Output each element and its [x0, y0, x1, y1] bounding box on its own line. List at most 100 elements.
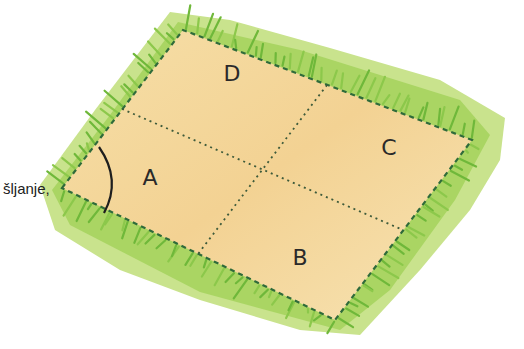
grass-blade: [138, 232, 149, 244]
grass-blade: [61, 191, 64, 201]
grass-blade: [383, 95, 389, 104]
grass-blade: [383, 261, 390, 267]
field: [62, 30, 472, 320]
grass-blade: [472, 121, 474, 138]
grass-blade: [366, 78, 375, 97]
grass-blade: [393, 94, 400, 108]
grass-blade: [105, 91, 123, 106]
grass-blade: [351, 76, 360, 92]
grass-blade: [430, 198, 447, 210]
angle-arc: [99, 147, 112, 213]
grass-blade: [307, 309, 309, 312]
grass-blade: [155, 29, 170, 44]
grass-blade: [332, 71, 337, 85]
grass-blade: [423, 103, 427, 119]
grass-blade: [346, 309, 359, 316]
grass-blade: [314, 315, 321, 320]
grass-blade: [440, 107, 444, 126]
grass-blade: [168, 24, 177, 34]
grass-blade: [283, 57, 285, 66]
region-letter: A: [142, 167, 157, 189]
grass-blade: [424, 207, 440, 217]
grass-blade: [218, 31, 223, 41]
midline: [198, 85, 327, 254]
grass-blade: [255, 286, 260, 294]
grass-blade: [261, 44, 263, 58]
grass-blade: [286, 302, 294, 318]
grass-blade: [419, 107, 424, 117]
grass-blade: [443, 181, 451, 186]
grass-blade: [378, 266, 398, 278]
region-letter: D: [224, 63, 241, 85]
grass-blade: [310, 312, 314, 326]
grass-blade: [88, 204, 91, 209]
grass-blade: [86, 112, 105, 128]
region-letter: B: [292, 247, 307, 269]
grass-blade: [350, 303, 357, 306]
grass-blade: [236, 277, 243, 283]
grass-blade: [202, 262, 211, 276]
grass-blade: [406, 230, 416, 238]
grass-blade: [205, 14, 213, 36]
grass-blade: [226, 273, 234, 282]
grass-blade: [101, 213, 109, 229]
grass-blade: [288, 302, 292, 310]
grass-blade: [451, 171, 469, 181]
grass-blade: [255, 47, 258, 55]
grass-blade: [64, 197, 76, 216]
grass-blade: [53, 165, 68, 176]
grass-blade: [172, 245, 176, 256]
grass-blade: [289, 54, 292, 69]
grass-blade: [341, 73, 343, 88]
grass-ground: [40, 12, 505, 335]
grass-blade: [134, 228, 140, 243]
grass-blade: [394, 246, 404, 254]
grass-blade: [358, 70, 369, 94]
grass-blade: [149, 55, 155, 63]
grass-blade: [466, 151, 468, 153]
field-border: [62, 30, 472, 320]
grass-blade: [298, 52, 304, 72]
grass-blade: [89, 208, 100, 222]
side-text: šljanje,: [3, 181, 50, 196]
grass-blade: [272, 295, 279, 304]
grass-blade: [437, 190, 447, 197]
grass-blade: [339, 318, 353, 327]
grass-blade: [167, 33, 174, 39]
grass-blade: [62, 158, 74, 168]
grass-blade: [148, 42, 161, 56]
grass-blade: [80, 146, 87, 153]
grass-blade: [210, 17, 220, 38]
grass-blade: [312, 54, 316, 76]
grass-blade: [463, 124, 465, 135]
grass-blade: [364, 286, 373, 291]
grass-blade: [234, 40, 237, 48]
grass-blade: [387, 255, 403, 265]
grass-blade: [215, 269, 224, 286]
grass-blade: [197, 18, 199, 33]
grass-blade: [204, 260, 206, 267]
grass-blade: [274, 53, 277, 63]
grass-blade: [438, 109, 440, 125]
grass-blade: [128, 76, 137, 86]
grass-blades: [47, 5, 478, 333]
grass-blade: [471, 145, 479, 149]
grass-blade: [450, 107, 459, 130]
grass-blade: [185, 253, 192, 264]
grass-blade: [75, 154, 81, 160]
grass-blade: [417, 215, 425, 220]
grass-blade: [101, 109, 113, 118]
grass-blade: [186, 5, 190, 29]
grass-blade: [104, 103, 117, 112]
grass-blade: [134, 54, 151, 69]
grass-blade: [405, 99, 409, 113]
grass-blade: [372, 274, 389, 285]
grass-blade: [260, 290, 268, 297]
grass-blade: [122, 221, 124, 231]
grass-dark: [52, 22, 490, 330]
grass-blade: [77, 202, 86, 221]
grass-blade: [157, 240, 166, 248]
grass-blade: [320, 68, 323, 81]
